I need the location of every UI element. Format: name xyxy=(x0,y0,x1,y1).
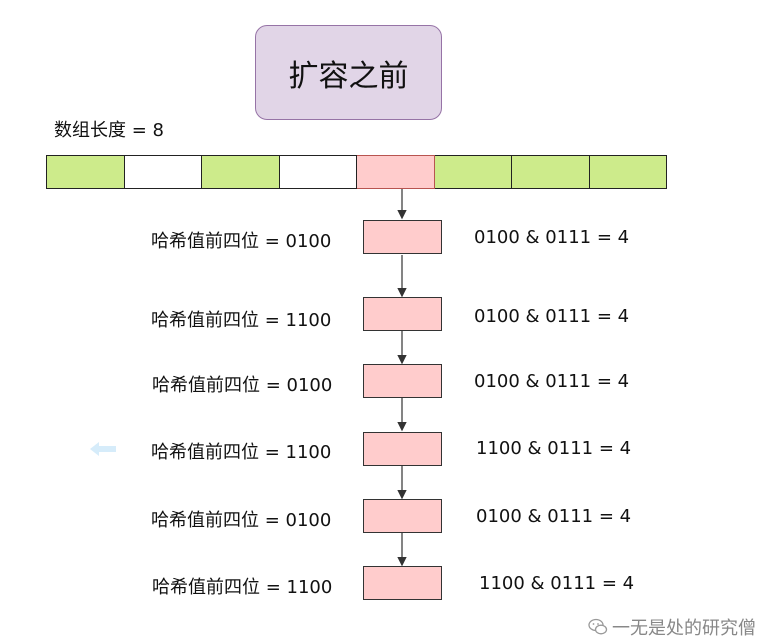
title-text: 扩容之前 xyxy=(288,58,409,94)
chain-index-calc: 0100 & 0111 = 4 xyxy=(474,227,630,248)
watermark-text: 一无是处的研究僧 xyxy=(612,618,756,639)
chain-hash-label: 哈希值前四位 = 1100 xyxy=(151,442,332,463)
chain-hash-label: 哈希值前四位 = 0100 xyxy=(152,375,333,396)
chain-node xyxy=(363,499,442,533)
array-cell-3 xyxy=(279,155,357,189)
chain-node xyxy=(363,566,442,600)
chain-index-calc: 1100 & 0111 = 4 xyxy=(479,573,635,594)
chain-hash-label: 哈希值前四位 = 0100 xyxy=(151,510,332,531)
array-cell-0 xyxy=(47,155,125,189)
array-cell-5 xyxy=(434,155,512,189)
chain-node xyxy=(363,364,442,398)
chain-node xyxy=(363,297,442,331)
chain-hash-label: 哈希值前四位 = 1100 xyxy=(152,577,333,598)
chain-index-calc: 0100 & 0111 = 4 xyxy=(474,306,630,327)
chain-node xyxy=(363,220,442,254)
chain-hash-label: 哈希值前四位 = 0100 xyxy=(151,231,332,252)
array-cell-4 xyxy=(357,155,435,189)
chain-node xyxy=(363,432,442,466)
hash-array xyxy=(46,155,667,189)
array-cell-2 xyxy=(202,155,280,189)
chain-hash-label: 哈希值前四位 = 1100 xyxy=(151,310,332,331)
wechat-icon xyxy=(588,618,608,635)
chain-index-calc: 0100 & 0111 = 4 xyxy=(476,506,632,527)
chain-index-calc: 0100 & 0111 = 4 xyxy=(474,371,630,392)
title-box: 扩容之前 xyxy=(255,25,442,120)
watermark: 一无是处的研究僧 xyxy=(588,614,756,640)
array-length-label: 数组长度 = 8 xyxy=(54,120,164,141)
left-arrow-icon xyxy=(90,442,116,456)
array-cell-1 xyxy=(124,155,202,189)
chain-index-calc: 1100 & 0111 = 4 xyxy=(476,438,632,459)
array-cell-6 xyxy=(512,155,590,189)
array-cell-7 xyxy=(589,155,667,189)
